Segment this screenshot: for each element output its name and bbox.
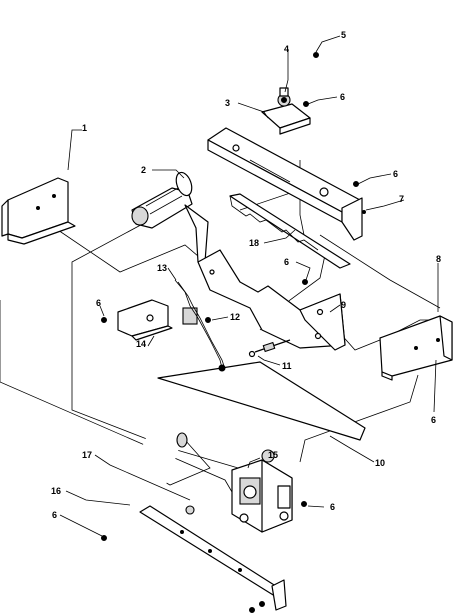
right-mounting-bracket <box>379 315 453 381</box>
callout-6-g: 6 <box>52 510 57 520</box>
callout-3: 3 <box>225 98 230 108</box>
gas-valve <box>231 449 293 533</box>
main-bracket-panel <box>197 249 346 351</box>
pilot-bracket <box>117 299 173 341</box>
end-bracket-part-7 <box>341 197 366 241</box>
callout-6-b: 6 <box>393 169 398 179</box>
callout-labels: 1 2 3 4 5 6 6 7 18 6 8 9 13 6 12 14 11 6… <box>51 30 441 520</box>
burner <box>131 171 209 263</box>
callout-6-d: 6 <box>96 298 101 308</box>
callout-15: 15 <box>268 450 278 460</box>
rear-heat-shield <box>207 127 361 223</box>
callout-13: 13 <box>157 263 167 273</box>
callout-10: 10 <box>375 458 385 468</box>
screw-part-5 <box>313 52 319 58</box>
callout-1: 1 <box>82 123 87 133</box>
callout-12: 12 <box>230 312 240 322</box>
callout-7: 7 <box>399 194 404 204</box>
callout-14: 14 <box>136 339 146 349</box>
manifold-pipe <box>139 505 287 611</box>
callout-11: 11 <box>282 361 292 371</box>
callout-9: 9 <box>341 300 346 310</box>
callout-17: 17 <box>82 450 92 460</box>
pilot-assembly <box>174 279 226 372</box>
top-bracket <box>261 87 311 135</box>
callout-6-e: 6 <box>431 415 436 425</box>
baffle-strip <box>229 193 351 269</box>
callout-18: 18 <box>249 238 259 248</box>
callout-6-c: 6 <box>284 257 289 267</box>
igniter-rod <box>248 339 291 358</box>
callout-5: 5 <box>341 30 346 40</box>
leader-lines <box>59 35 439 537</box>
gas-supply-tube <box>125 429 188 526</box>
left-mounting-bracket <box>1 177 76 245</box>
callout-8: 8 <box>436 254 441 264</box>
callout-4: 4 <box>284 44 289 54</box>
callout-6-a: 6 <box>340 92 345 102</box>
callout-16: 16 <box>51 486 61 496</box>
callout-2: 2 <box>141 165 146 175</box>
floor-plate <box>157 361 366 441</box>
callout-6-f: 6 <box>330 502 335 512</box>
